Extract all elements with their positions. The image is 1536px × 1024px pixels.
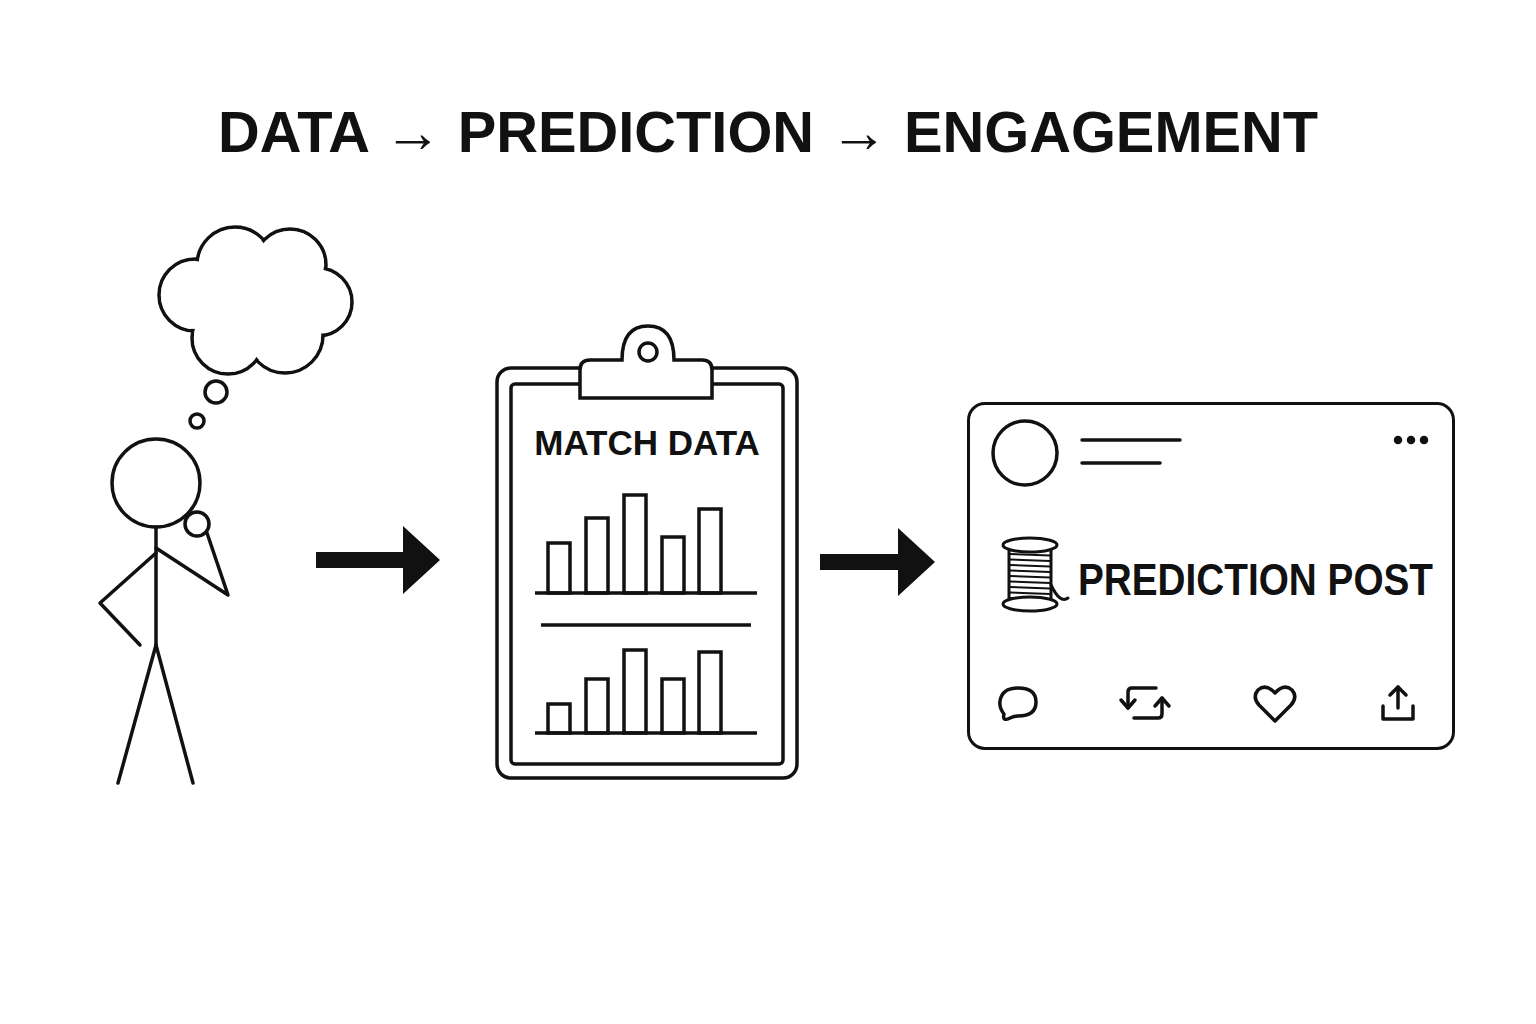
chart-baseline (535, 591, 757, 595)
repost-icon (1121, 688, 1169, 718)
handle-line (1082, 461, 1160, 465)
bar (699, 509, 721, 593)
bar (624, 495, 646, 593)
node-label: MATCH DATA (534, 424, 760, 463)
cloud-outline (159, 227, 352, 374)
post-card: PREDICTION POST (967, 402, 1455, 750)
thread-tail (1051, 585, 1068, 599)
figure-leg (118, 645, 156, 783)
bar (699, 652, 721, 733)
thought-bubble (159, 227, 352, 428)
thread-line (1010, 582, 1050, 584)
share-arrow (1390, 687, 1406, 695)
share-icon (1383, 687, 1413, 719)
bar (586, 518, 608, 593)
figure-arm (100, 553, 156, 645)
figure-hand (185, 512, 209, 536)
bar (548, 704, 570, 733)
menu-dot (1409, 438, 1414, 443)
bar (586, 679, 608, 733)
figure-body (154, 527, 158, 645)
menu-dot (1396, 438, 1401, 443)
bubble-dot (205, 381, 227, 403)
chart-baseline (535, 731, 757, 735)
clipboard-board (497, 368, 797, 778)
clipboard-clip (580, 326, 712, 398)
spool-flange (1003, 538, 1057, 552)
block-arrow (820, 528, 935, 596)
comment-icon (1000, 688, 1036, 719)
separator-line (541, 623, 751, 627)
thread-lines (1010, 554, 1050, 600)
spool-flange (1003, 597, 1057, 611)
clipboard-node: MATCH DATA (497, 368, 797, 778)
thread-line (1010, 554, 1050, 556)
bubble-dot (190, 414, 204, 428)
clipboard-paper (511, 384, 783, 764)
repost-arrow (1155, 698, 1169, 706)
figure-head (112, 439, 200, 527)
repost-arrow (1121, 700, 1135, 708)
thread-line (1010, 593, 1050, 595)
cloud-puff (215, 260, 295, 340)
thread-line (1010, 587, 1050, 589)
cloud-fill (161, 229, 350, 372)
stick-figure (100, 439, 228, 783)
bar-chart (535, 495, 757, 733)
menu-dot (1422, 438, 1427, 443)
bar (548, 543, 570, 593)
clipboard (497, 326, 797, 778)
thread-line (1010, 560, 1050, 562)
thread-line (1010, 571, 1050, 573)
cloud-puff (215, 260, 295, 340)
thread-line (1010, 576, 1050, 578)
figure-leg (156, 645, 193, 783)
like-icon (1255, 687, 1295, 721)
figure-arm (156, 533, 228, 595)
spool-body (1009, 548, 1051, 600)
clip-hole (639, 343, 657, 361)
node-label: PREDICTION POST (1078, 556, 1433, 604)
thread-line (1010, 565, 1050, 567)
spool-icon (1003, 538, 1068, 611)
block-arrow (316, 526, 440, 594)
bar (624, 650, 646, 733)
name-line (1082, 438, 1180, 442)
bar (662, 679, 684, 733)
title-text: DATA → PREDICTION → ENGAGEMENT (218, 100, 1318, 164)
bar (662, 537, 684, 593)
title-band: DATA → PREDICTION → ENGAGEMENT (0, 100, 1536, 164)
avatar (993, 421, 1057, 485)
